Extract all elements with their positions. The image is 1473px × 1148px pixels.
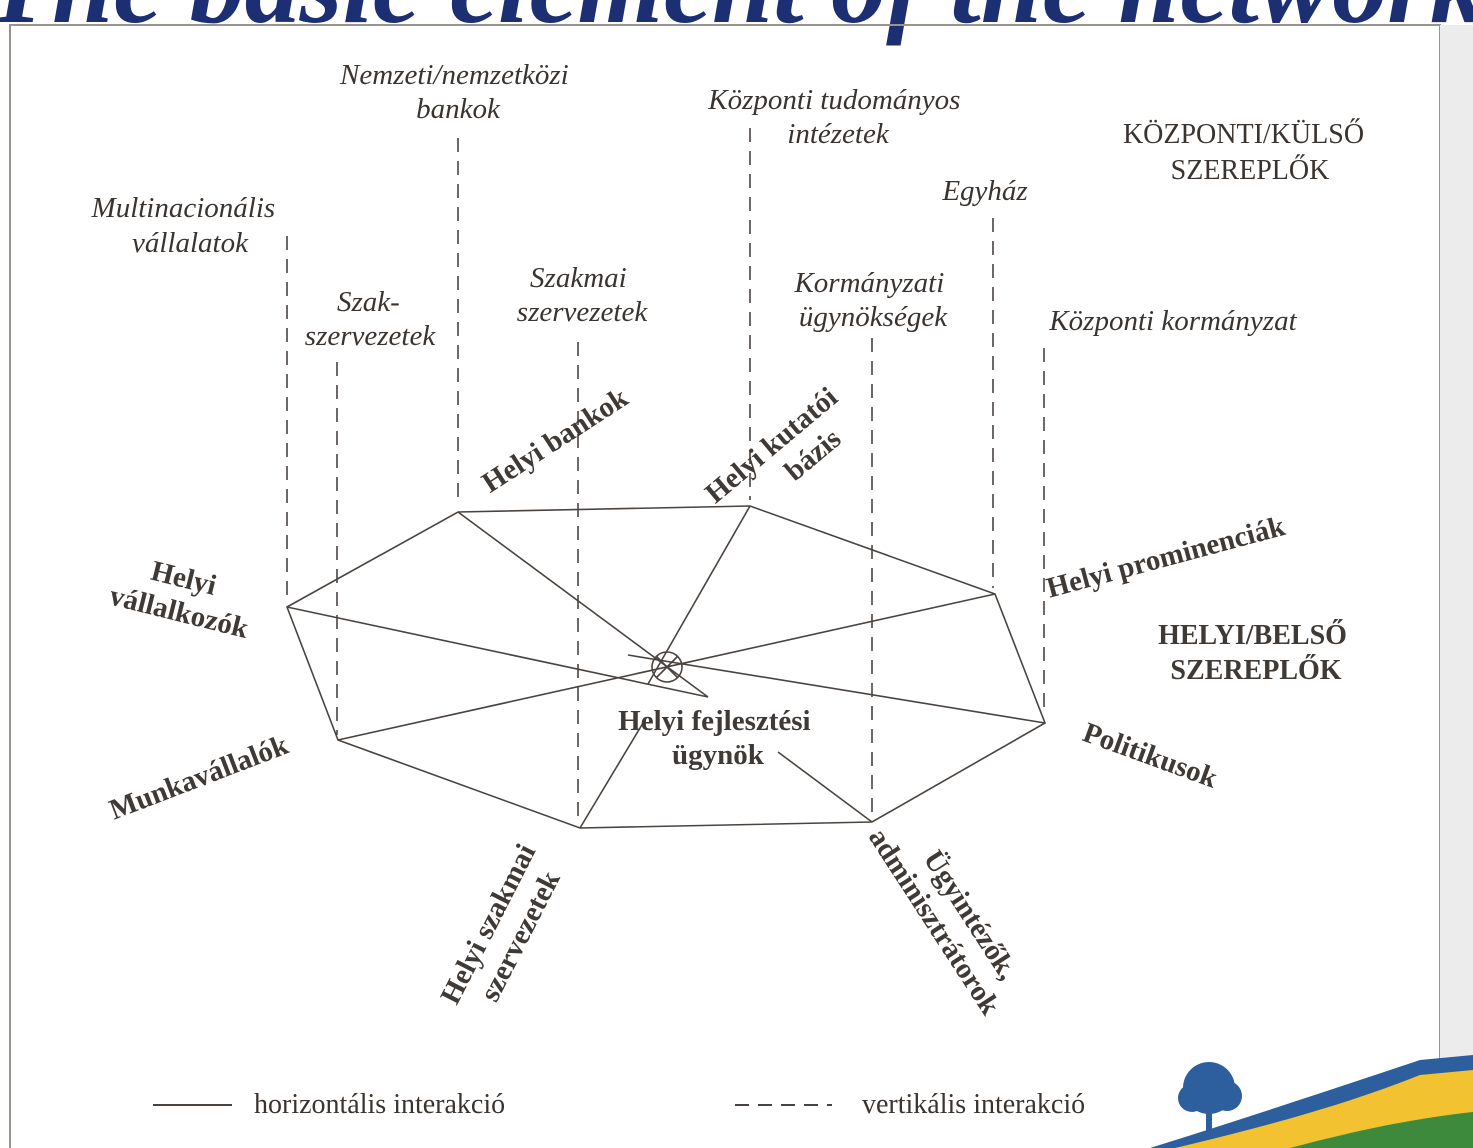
legend-vertical-label: vertikális interakció [862,1089,1085,1120]
page-title: The basic element of the network [0,0,1473,46]
vertical-edges [286,128,1045,825]
spoke-szakmai [579,717,647,829]
label-politikusok: Politikusok [1079,717,1223,795]
label-egyhaz: Egyház [941,175,1027,207]
page-shadow [1440,25,1473,1148]
external-labels: Multinacionális vállalatok Szak- szervez… [91,59,1298,352]
label-szakmai: Helyi szakmai szervezetek [434,833,575,1025]
svg-text:Helyi prominenciák: Helyi prominenciák [1043,510,1289,605]
label-bankok-kulso: Nemzeti/nemzetközi bankok [339,59,576,125]
label-kutatoi: Helyi kutatói bázis [699,376,871,535]
tree-trunk-icon [1206,1100,1212,1136]
label-kozponti-korm: Központi kormányzat [1048,305,1297,337]
spoke-politikusok [627,654,1046,724]
spoke-vallalkozok [286,606,709,698]
label-bankok: Helyi bankok [476,381,634,499]
label-szakmai-kulso: Szakmai szervezetek [517,262,649,328]
spoke-bankok [457,511,709,698]
svg-text:Politikusok: Politikusok [1079,717,1223,795]
local-labels: Helyi vállalkozók Helyi bankok Helyi kut… [105,376,1289,1025]
svg-text:Helyi szakmai szerveze: Helyi szakmai szervezetek [434,833,575,1025]
label-tudomanyos: Központi tudományos intézetek [707,84,967,150]
group-internal-label: HELYI/BELSŐ SZEREPLŐK [1158,619,1354,686]
label-szakszervezetek: Szak- szervezetek [305,286,437,352]
svg-text:Munkavállalók: Munkavállalók [105,729,293,827]
spoke-kutatoi [647,505,751,685]
svg-text:Helyi kutatói bázis: Helyi kutatói bázis [699,376,871,535]
label-vallalkozok: Helyi vállalkozók [106,547,260,646]
label-multinacionalis: Multinacionális vállalatok [91,192,283,259]
svg-text:Ügyintézők, adminisztr: Ügyintézők, adminisztrátorok [862,804,1035,1021]
svg-text:Helyi bankok: Helyi bankok [476,381,634,499]
tree-logo [1150,1055,1473,1148]
legend-horizontal-label: horizontális interakció [254,1089,505,1120]
label-ugyintezok: Ügyintézők, adminisztrátorok [862,804,1035,1022]
label-central-agent: Helyi fejlesztési ügynök [618,705,818,771]
central-agent-icon [651,651,683,683]
label-munkavallalok: Munkavállalók [105,729,293,827]
label-kormanyzati: Kormányzati ügynökségek [793,267,951,333]
group-external-label: KÖZPONTI/KÜLSŐ SZEREPLŐK [1123,119,1371,186]
spoke-ugyintezok [777,751,873,823]
logo-green-wave [1290,1112,1473,1148]
svg-text:Helyi vállalkozók: Helyi vállalkozók [106,547,260,646]
label-prominenciak: Helyi prominenciák [1043,510,1289,605]
legend: horizontális interakció vertikális inter… [153,1089,1085,1120]
group-labels: KÖZPONTI/KÜLSŐ SZEREPLŐK HELYI/BELSŐ SZE… [1123,119,1371,686]
